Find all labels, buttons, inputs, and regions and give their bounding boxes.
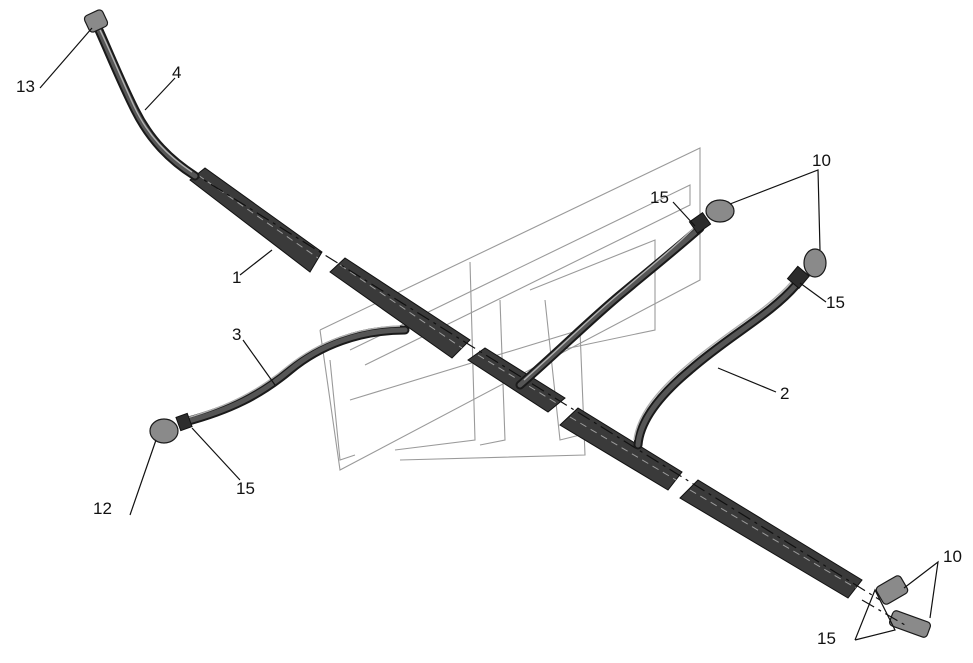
callout-10-lower: 10 (943, 547, 962, 566)
callout-15-left: 15 (236, 479, 255, 498)
callout-15-lower: 15 (817, 629, 836, 648)
fitting-elbow-top (875, 575, 909, 605)
hose-4 (83, 9, 200, 181)
fitting-13 (83, 9, 109, 33)
leader-lines (39, 27, 939, 641)
fitting-12 (149, 418, 179, 444)
callout-12: 12 (93, 499, 112, 518)
hose-2 (633, 248, 827, 450)
hose-upper-right (515, 199, 735, 390)
hose-3 (149, 325, 410, 444)
callout-labels: 13 4 1 3 12 15 15 10 15 2 10 15 (16, 63, 962, 648)
fitting-elbow-bottom (888, 610, 932, 638)
sleeve-segment (329, 257, 471, 359)
crimp-sleeve-15-right (786, 265, 810, 289)
crimp-sleeve-15 (688, 211, 712, 235)
hose-1-centerline (187, 169, 881, 601)
sleeve-segment (679, 479, 863, 599)
fitting-10-right (803, 248, 827, 278)
hose-3-crimp (175, 412, 193, 432)
sleeve-segment (189, 167, 323, 273)
watermark-logo (319, 147, 701, 471)
callout-1: 1 (232, 268, 241, 287)
callout-15-right: 15 (826, 293, 845, 312)
sleeve-segment (559, 407, 683, 491)
end-fittings (861, 575, 932, 638)
fitting-10-upper (705, 199, 735, 223)
callout-10-upper: 10 (812, 151, 831, 170)
callout-15-upper: 15 (650, 188, 669, 207)
callout-13: 13 (16, 77, 35, 96)
callout-2: 2 (780, 384, 789, 403)
callout-4: 4 (172, 63, 181, 82)
hose-1 (187, 167, 881, 601)
callout-3: 3 (232, 325, 241, 344)
